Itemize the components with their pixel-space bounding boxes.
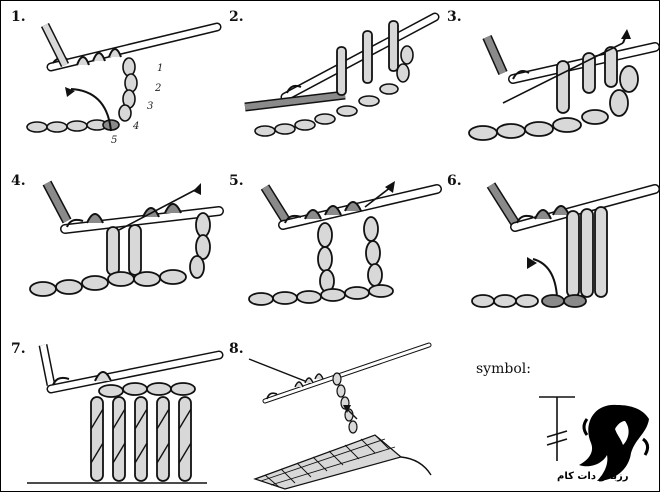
step-4-illustration bbox=[29, 180, 224, 297]
step-6-illustration bbox=[471, 182, 660, 308]
arrow-icon bbox=[70, 88, 112, 132]
step-2-illustration bbox=[244, 12, 440, 137]
count-5: 5 bbox=[111, 135, 117, 146]
step-panel-1: 1. bbox=[7, 7, 222, 159]
step-panel-8: 8. bbox=[225, 339, 437, 491]
step-number-2: 2. bbox=[229, 9, 244, 25]
watermark-text: رزبانو دات کام bbox=[557, 471, 629, 482]
step-number-7: 7. bbox=[11, 341, 26, 357]
step-5-illustration bbox=[248, 181, 442, 306]
step-number-4: 4. bbox=[11, 173, 26, 189]
step-panel-4: 4. bbox=[7, 171, 224, 323]
arrow-icon bbox=[532, 258, 558, 298]
step-panel-7: 7. bbox=[7, 339, 224, 491]
step-number-6: 6. bbox=[447, 173, 462, 189]
step-number-8: 8. bbox=[229, 341, 244, 357]
step-panel-5: 5. bbox=[225, 171, 442, 323]
step-8-illustration bbox=[248, 342, 432, 490]
step-1-illustration: 1 2 3 4 5 bbox=[26, 22, 222, 146]
count-3: 3 bbox=[147, 101, 153, 112]
step-number-5: 5. bbox=[229, 173, 244, 189]
step-panel-6: 6. bbox=[443, 171, 660, 323]
count-1: 1 bbox=[157, 63, 163, 74]
symbol-label: symbol: bbox=[476, 361, 531, 377]
step-3-illustration bbox=[468, 29, 660, 141]
double-crochet-symbol bbox=[539, 396, 575, 461]
step-number-3: 3. bbox=[447, 9, 462, 25]
step-panel-3: 3. bbox=[443, 7, 660, 159]
count-4: 4 bbox=[132, 121, 139, 132]
step-7-illustration bbox=[27, 344, 224, 484]
step-panel-2: 2. bbox=[225, 7, 440, 159]
step-number-1: 1. bbox=[11, 9, 26, 25]
count-2: 2 bbox=[154, 83, 161, 94]
woman-silhouette-logo-icon bbox=[579, 404, 650, 481]
